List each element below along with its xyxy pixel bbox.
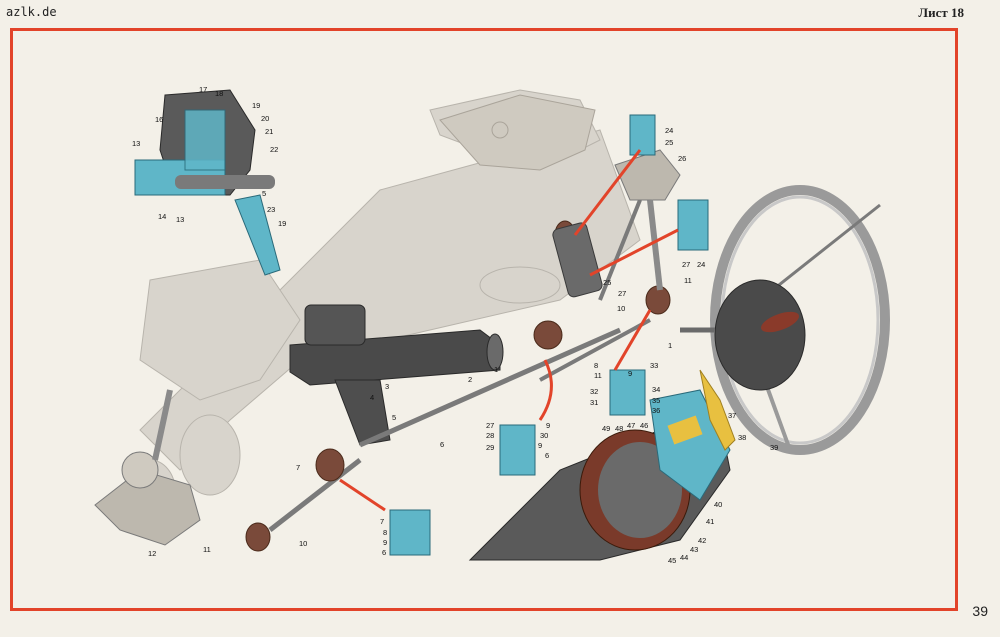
callout-20: 20 [261, 114, 269, 123]
page-number: 39 [972, 603, 988, 619]
callout-43: 43 [690, 545, 698, 554]
callout-9: 9 [628, 369, 632, 378]
inset-ball-joint-details [389, 114, 709, 556]
callout-10: 10 [299, 539, 307, 548]
callout-17: 17 [199, 85, 207, 94]
callout-41: 41 [706, 517, 714, 526]
callout-49: 49 [602, 424, 610, 433]
callout-24: 24 [665, 126, 673, 135]
callout-18: 18 [215, 89, 223, 98]
callout-9: 9 [546, 421, 550, 430]
callout-7: 7 [380, 517, 384, 526]
callout-23: 23 [267, 205, 275, 214]
callout-30: 30 [540, 431, 548, 440]
callout-5: 5 [262, 189, 266, 198]
callout-47: 47 [627, 421, 635, 430]
callout-5: 5 [392, 413, 396, 422]
callout-13: 13 [176, 215, 184, 224]
tie-rods [268, 199, 651, 532]
callout-27: 27 [618, 289, 626, 298]
callout-44: 44 [680, 553, 688, 562]
shock-absorber-right [552, 222, 603, 298]
callout-6: 6 [382, 548, 386, 557]
callout-34: 34 [652, 385, 660, 394]
callout-26: 26 [678, 154, 686, 163]
callout-11: 11 [684, 276, 692, 285]
callout-42: 42 [698, 536, 706, 545]
callout-22: 22 [270, 145, 278, 154]
callout-28: 28 [486, 431, 494, 440]
callout-19: 19 [252, 101, 260, 110]
callout-13: 13 [132, 139, 140, 148]
callout-19: 19 [278, 219, 286, 228]
callout-36: 36 [652, 406, 660, 415]
callout-16: 16 [155, 115, 163, 124]
callout-27: 27 [682, 260, 690, 269]
callout-12: 12 [148, 549, 156, 558]
callout-1: 1 [668, 341, 672, 350]
steering-gear-housing [289, 304, 504, 446]
inset-steering-gear-cutaway [134, 89, 281, 276]
steering-column-cutaway [468, 369, 736, 561]
callout-45: 45 [668, 556, 676, 565]
steering-wheel-hub [680, 279, 806, 391]
callout-10: 10 [617, 304, 625, 313]
upper-control-arm-right [439, 94, 596, 171]
callout-27: 27 [486, 421, 494, 430]
callout-6: 6 [545, 451, 549, 460]
callout-8: 8 [383, 528, 387, 537]
callout-24: 24 [697, 260, 705, 269]
callout-11: 11 [594, 371, 602, 380]
callout-14: 14 [158, 212, 166, 221]
callout-11: 11 [203, 545, 211, 554]
callout-1: 1 [494, 365, 498, 374]
callout-3: 3 [385, 382, 389, 391]
callout-33: 33 [650, 361, 658, 370]
callout-37: 37 [728, 411, 736, 420]
callout-35: 35 [652, 396, 660, 405]
watermark: azlk.de [6, 5, 57, 19]
callout-6: 6 [440, 440, 444, 449]
callout-40: 40 [714, 500, 722, 509]
callout-4: 4 [370, 393, 374, 402]
diagram-frame [10, 28, 958, 611]
callout-31: 31 [590, 398, 598, 407]
callout-21: 21 [265, 127, 273, 136]
callout-25: 25 [665, 138, 673, 147]
callout-46: 46 [640, 421, 648, 430]
callout-25: 25 [603, 278, 611, 287]
callout-29: 29 [486, 443, 494, 452]
callout-9: 9 [383, 538, 387, 547]
steering-knuckle-left [94, 389, 201, 546]
callout-labels: 1 1 2 3 4 5 5 6 6 6 7 7 8 8 9 9 9 9 10 1… [132, 85, 778, 565]
sheet-label: Лист 18 [918, 5, 964, 20]
callout-9: 9 [538, 441, 542, 450]
pointer-lines [339, 149, 679, 512]
callout-39: 39 [770, 443, 778, 452]
callout-8: 8 [594, 361, 598, 370]
callout-48: 48 [615, 424, 623, 433]
callout-7: 7 [296, 463, 300, 472]
callout-38: 38 [738, 433, 746, 442]
callout-2: 2 [468, 375, 472, 384]
callout-32: 32 [590, 387, 598, 396]
